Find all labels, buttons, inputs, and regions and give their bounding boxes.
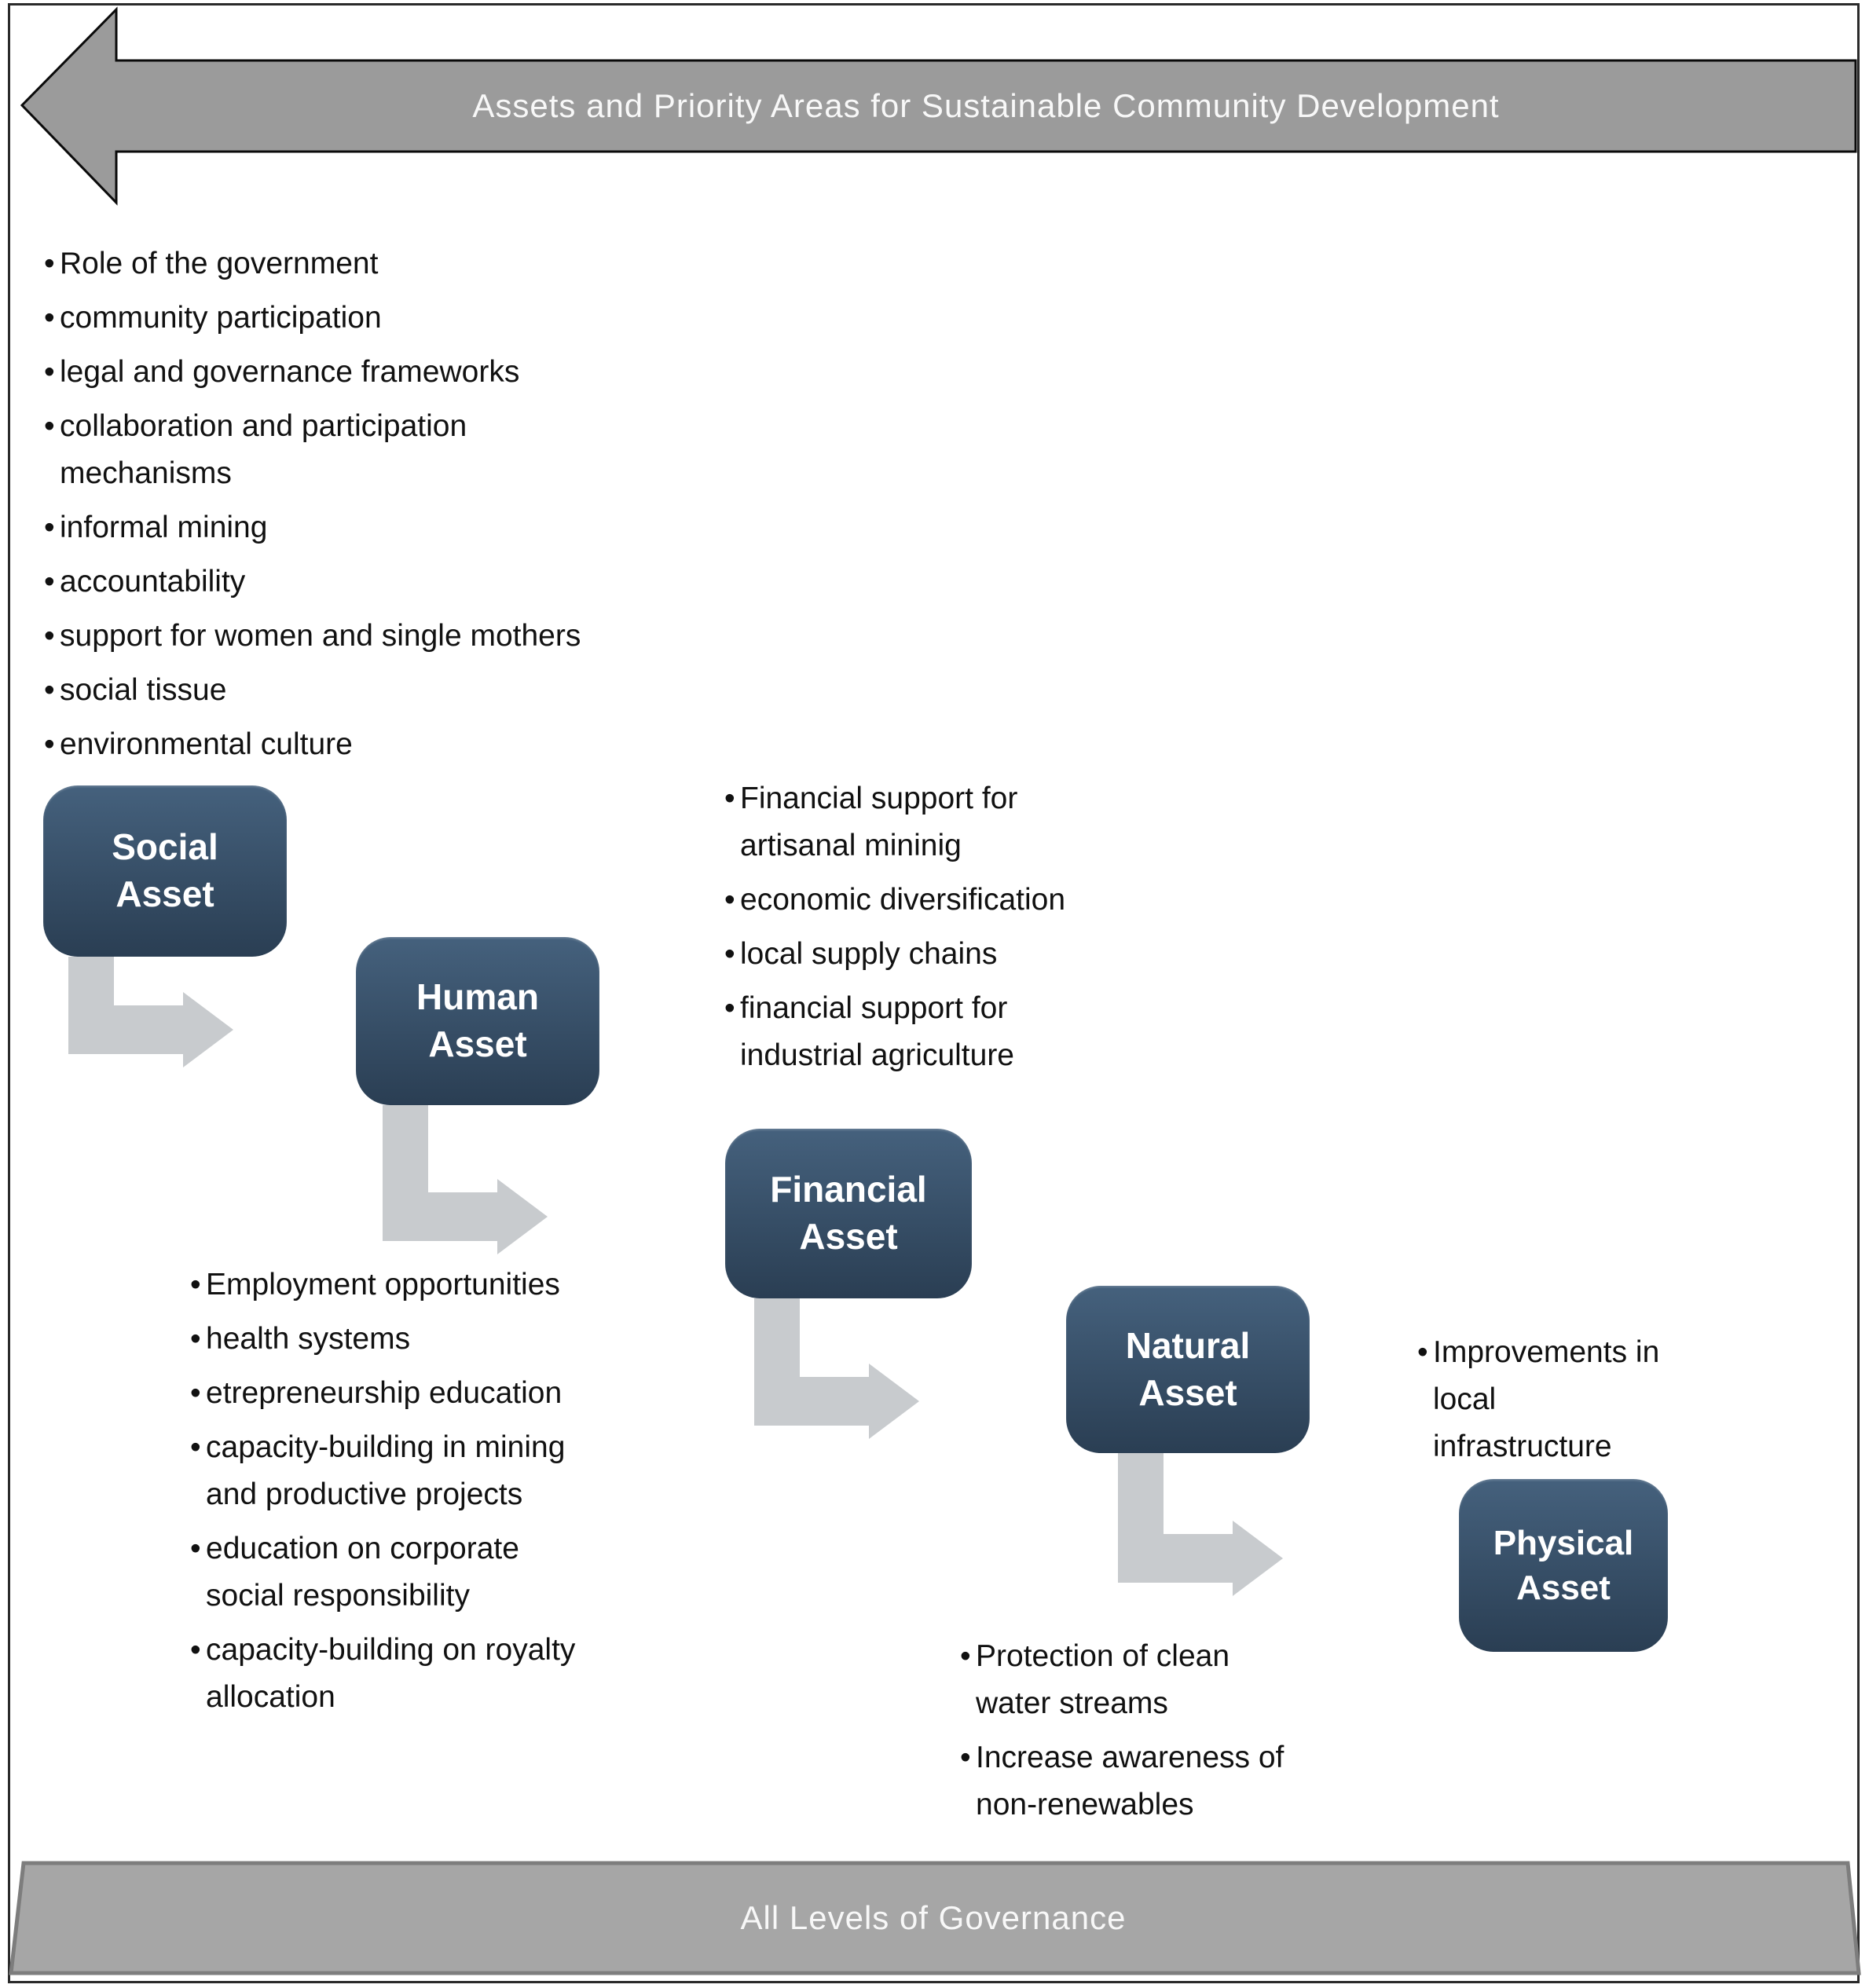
- title-banner-arrow-icon: [20, 6, 1857, 206]
- bullet-item: Increase awareness of non-renewables: [960, 1734, 1431, 1829]
- natural-asset-bullet-list: Protection of clean water streamsIncreas…: [960, 1633, 1431, 1836]
- elbow-arrow-human-to-financial-icon: [383, 1105, 548, 1254]
- financial-asset-bullet-list: Financial support for artisanal mininig e…: [724, 775, 1211, 1086]
- bullet-item: support for women and single mothers: [44, 613, 641, 660]
- elbow-arrow-natural-to-physical-icon: [1118, 1453, 1283, 1596]
- physical-asset-bullet-list: Improvements in local infrastructure: [1417, 1329, 1747, 1477]
- bullet-item: capacity-building in mining and producti…: [190, 1424, 709, 1518]
- footer-banner-bar-icon: [9, 1861, 1861, 1975]
- natural-asset-label: Natural Asset: [1125, 1324, 1251, 1413]
- elbow-arrow-social-to-human-icon: [68, 957, 233, 1067]
- bullet-item: economic diversification: [724, 877, 1211, 924]
- human-asset-box: Human Asset: [356, 937, 599, 1105]
- human-asset-bullet-list: Employment opportunities health systems et…: [190, 1261, 709, 1728]
- physical-asset-label: Physical Asset: [1493, 1523, 1634, 1607]
- financial-asset-label: Financial Asset: [770, 1169, 927, 1257]
- bullet-item: Role of the government: [44, 240, 641, 287]
- bullet-item: environmental culture: [44, 721, 641, 768]
- bullet-item: education on corporate social responsibi…: [190, 1525, 709, 1620]
- bullet-item: community participation: [44, 295, 641, 342]
- social-asset-bullet-list: Role of the government community particip…: [44, 240, 641, 775]
- bullet-item: Financial support for artisanal mininig: [724, 775, 1211, 870]
- bullet-item: Employment opportunities: [190, 1261, 709, 1309]
- figure-border: [8, 3, 1860, 1983]
- bullet-item: informal mining: [44, 504, 641, 551]
- bullet-item: Protection of clean water streams: [960, 1633, 1431, 1727]
- human-asset-label: Human Asset: [416, 976, 539, 1064]
- physical-asset-box: Physical Asset: [1459, 1479, 1668, 1652]
- bullet-item: accountability: [44, 558, 641, 606]
- bullet-item: Improvements in local infrastructure: [1417, 1329, 1747, 1470]
- elbow-arrow-financial-to-natural-icon: [754, 1298, 919, 1439]
- bullet-item: legal and governance frameworks: [44, 349, 641, 396]
- financial-asset-box: Financial Asset: [725, 1129, 972, 1298]
- social-asset-label: Social Asset: [112, 826, 218, 914]
- bullet-item: capacity-building on royalty allocation: [190, 1627, 709, 1721]
- bullet-item: financial support for industrial agricul…: [724, 985, 1211, 1079]
- bullet-item: etrepreneurship education: [190, 1370, 709, 1417]
- bullet-item: local supply chains: [724, 931, 1211, 978]
- diagram-title: Assets and Priority Areas for Sustainabl…: [472, 87, 1500, 124]
- footer-banner-label: All Levels of Governance: [740, 1899, 1127, 1936]
- bullet-item: collaboration and participation mechanis…: [44, 403, 641, 497]
- social-asset-box: Social Asset: [43, 785, 287, 957]
- bullet-item: health systems: [190, 1316, 709, 1363]
- bullet-item: social tissue: [44, 667, 641, 714]
- natural-asset-box: Natural Asset: [1066, 1286, 1310, 1453]
